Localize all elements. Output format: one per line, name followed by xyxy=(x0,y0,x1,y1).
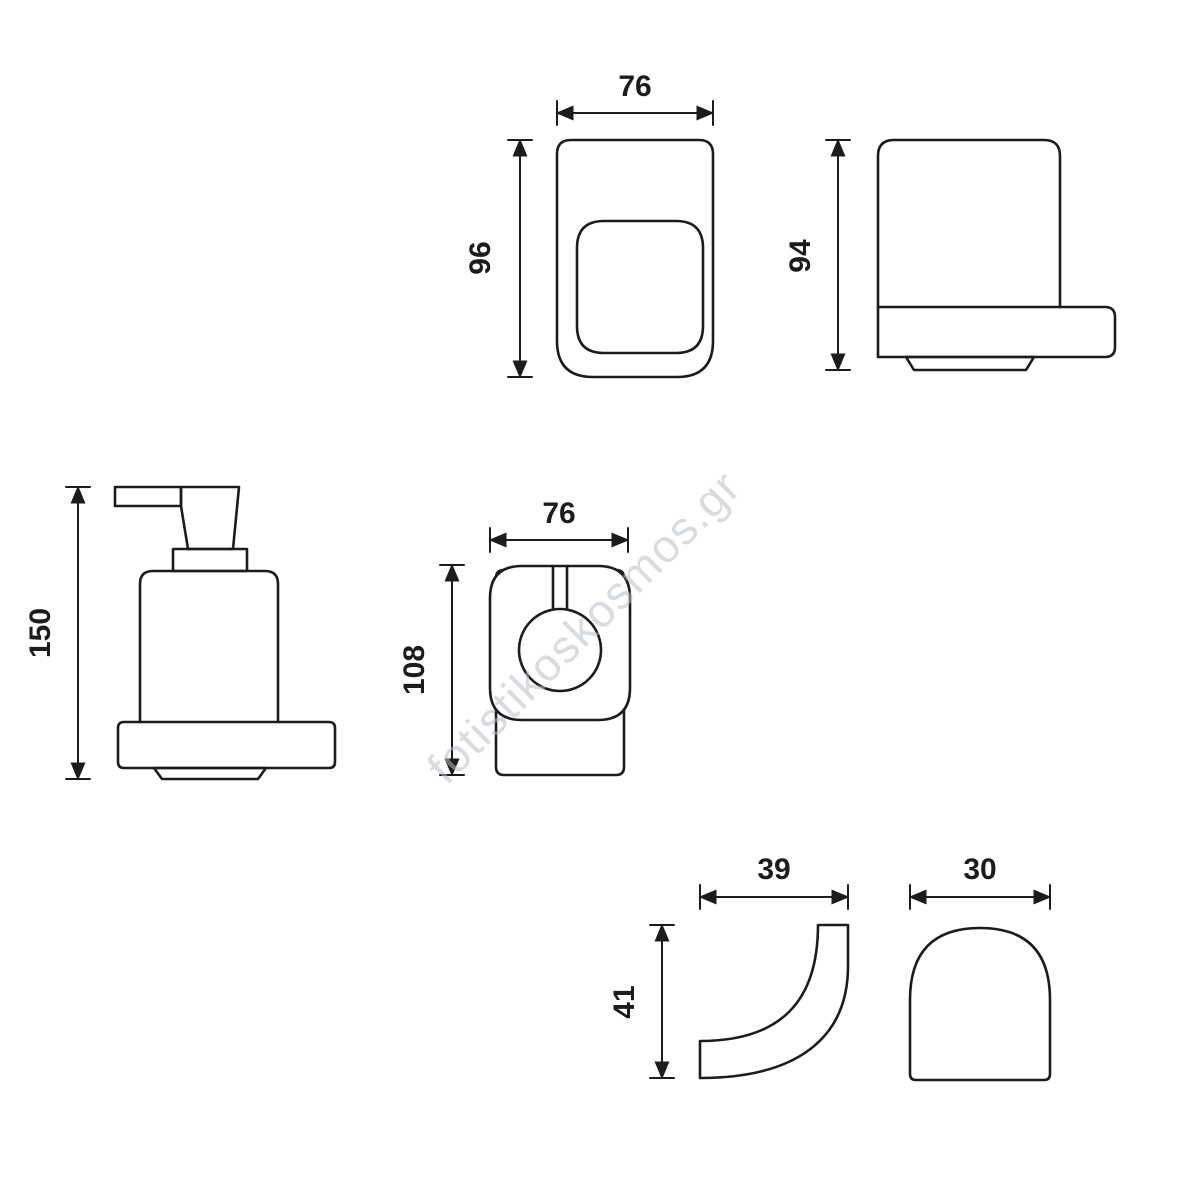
dimension-hook-front-width: 30 xyxy=(908,853,1052,910)
dimension-hook-side-height: 41 xyxy=(608,923,675,1080)
dispenser-bottle-bottom xyxy=(152,766,268,781)
figure-glass-holder-front: 76 96 xyxy=(464,70,715,379)
tumbler-glass-bottom xyxy=(904,355,1036,372)
dispenser-pump-spout xyxy=(113,485,183,508)
dim-label-width: 76 xyxy=(618,70,651,103)
dim-label-height: 41 xyxy=(608,985,641,1018)
dimension-holder-front-height: 96 xyxy=(464,138,533,379)
hook-side-outline xyxy=(698,923,850,1080)
tumbler-shelf-plate xyxy=(876,305,1117,359)
site-watermark: fotistikoskosmos.gr xyxy=(417,460,750,793)
figure-hook-front: 30 xyxy=(908,853,1052,1082)
dispenser-shelf-plate xyxy=(116,720,337,770)
dim-label-width: 30 xyxy=(963,853,996,886)
hook-front-outline xyxy=(908,926,1052,1082)
figure-hook-side: 39 41 xyxy=(608,853,850,1080)
dim-label-height: 94 xyxy=(784,239,817,273)
dispenser-bottle-outline xyxy=(138,569,280,724)
dimension-holder-front-width: 76 xyxy=(555,70,715,126)
holder-ring-circle xyxy=(517,607,603,693)
dim-label-height: 96 xyxy=(464,241,497,274)
dim-label-height: 108 xyxy=(398,645,431,695)
dispenser-pump-collar xyxy=(171,547,249,573)
dim-label-width: 76 xyxy=(542,497,575,530)
figure-ring-holder-front: 76 108 xyxy=(398,497,632,777)
tumbler-glass-outline xyxy=(876,138,1062,309)
dimension-hook-side-width: 39 xyxy=(698,853,850,910)
dim-label-height: 150 xyxy=(24,608,57,658)
dimension-dispenser-height: 150 xyxy=(24,485,91,781)
figure-soap-dispenser-side: 150 xyxy=(24,485,337,781)
holder-front-outer-outline xyxy=(555,138,715,379)
dimension-ring-holder-height: 108 xyxy=(398,563,465,777)
dim-label-width: 39 xyxy=(757,853,790,886)
holder-front-inner-opening xyxy=(575,219,705,355)
figure-tumbler-side: 94 xyxy=(784,138,1117,372)
dimension-tumbler-side-height: 94 xyxy=(784,138,851,372)
dimension-ring-holder-width: 76 xyxy=(488,497,630,553)
dispenser-pump-head xyxy=(179,485,241,551)
